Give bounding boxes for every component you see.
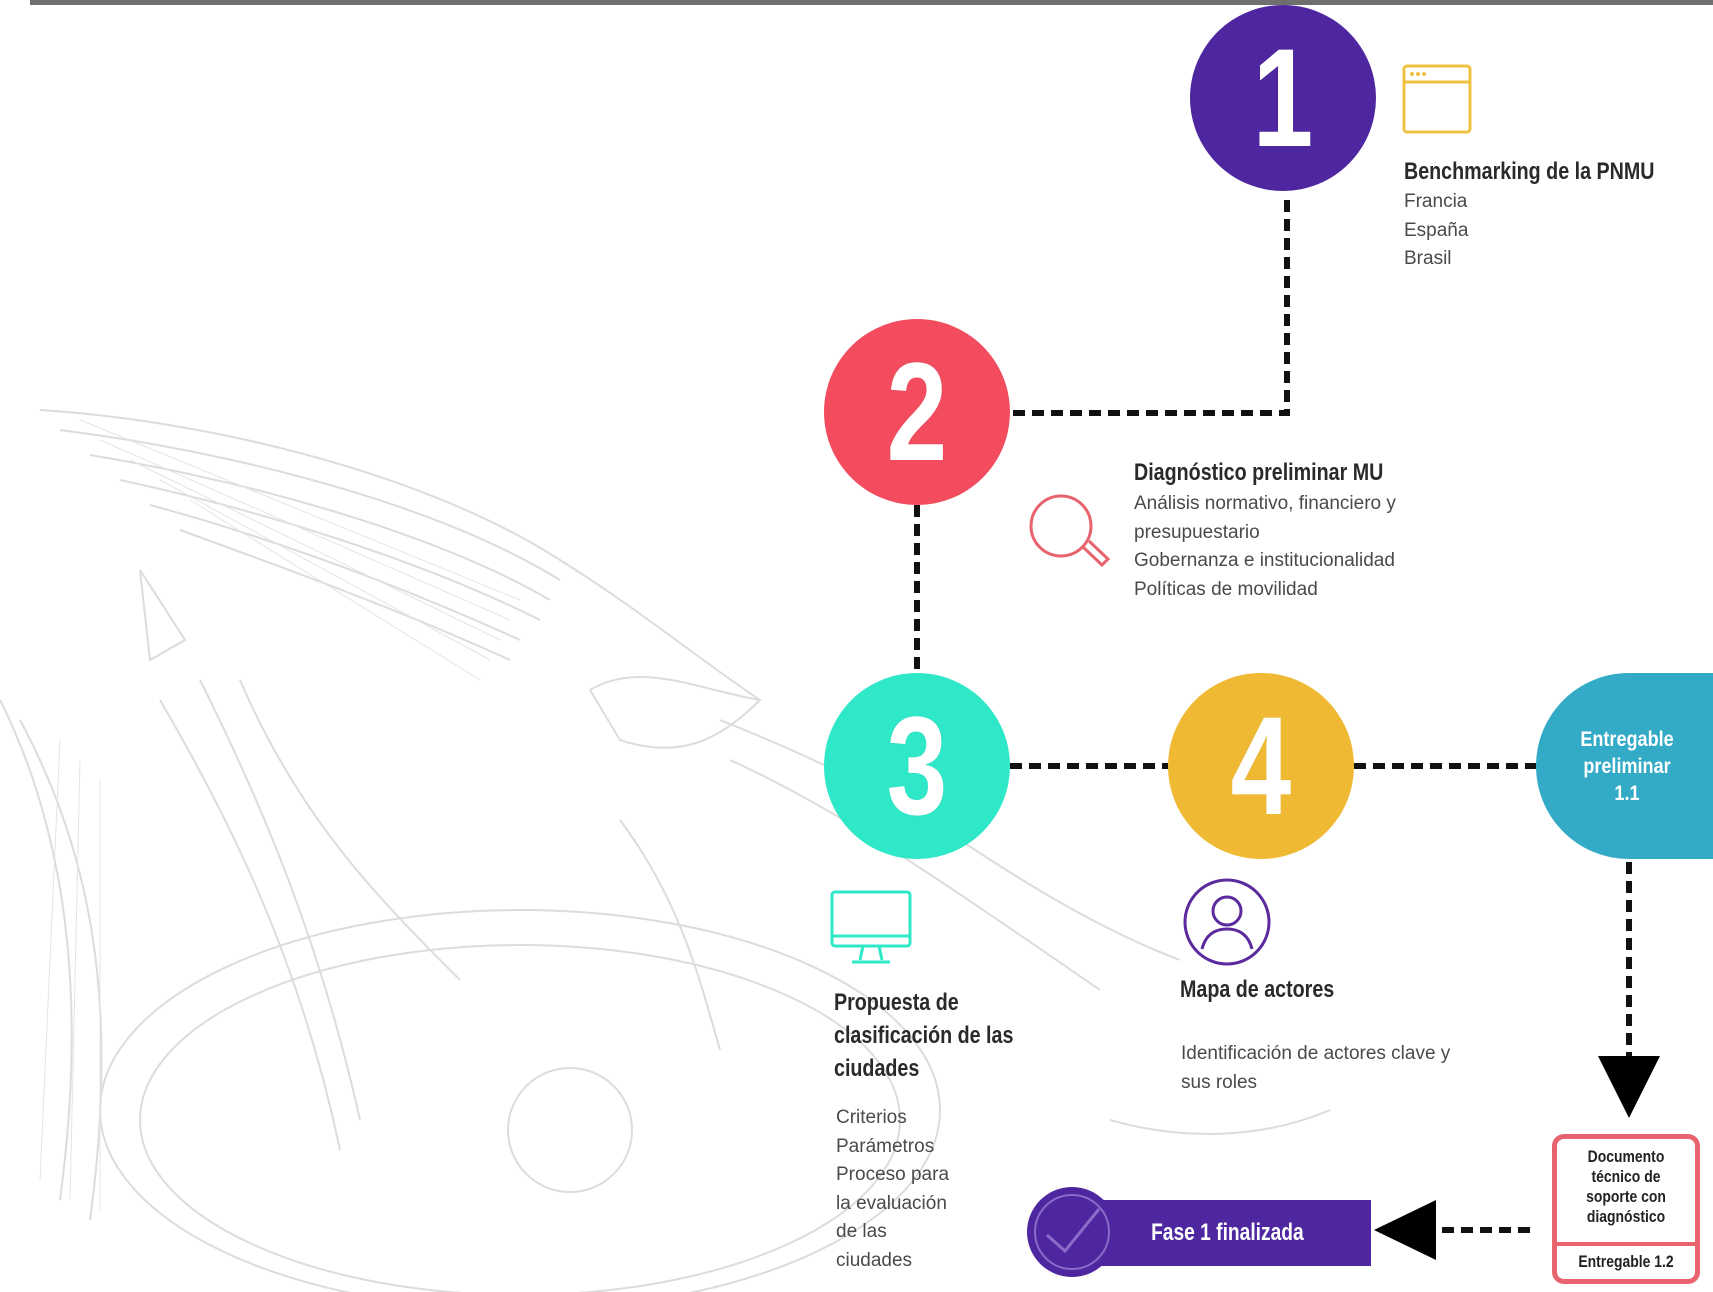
list-item: de las — [836, 1221, 887, 1242]
step-3-number: 3 — [886, 687, 948, 844]
step-2-circle: 2 — [824, 319, 1010, 505]
checkmark-icon — [1034, 1194, 1110, 1270]
step-3-title: Propuesta de clasificación de las ciudad… — [834, 989, 1014, 1082]
entregable-1-2-label: Entregable 1.2 — [1578, 1252, 1674, 1271]
list-item: Parámetros — [836, 1135, 935, 1157]
list-item: Francia — [1404, 191, 1468, 212]
list-item: Análisis normativo, financiero y — [1134, 493, 1396, 514]
browser-window-icon — [1402, 64, 1472, 134]
entregable-preliminar-circle: Entregable preliminar 1.1 — [1536, 673, 1713, 859]
step-1-number: 1 — [1252, 19, 1314, 176]
entregable-preliminar-label: Entregable preliminar 1.1 — [1579, 727, 1674, 805]
step-4-number: 4 — [1230, 687, 1292, 844]
fase-check-circle — [1027, 1187, 1117, 1277]
step-2-items: Análisis normativo, financiero y presupu… — [1134, 490, 1396, 604]
step-4-title: Mapa de actores — [1180, 976, 1335, 1003]
step-4-circle: 4 — [1168, 673, 1354, 859]
fase-finalizada-label: Fase 1 finalizada — [1150, 1219, 1304, 1246]
list-item: Identificación de actores clave y — [1181, 1043, 1451, 1064]
coat-of-arms-watermark-icon — [0, 409, 1331, 1292]
list-item: sus roles — [1181, 1071, 1258, 1093]
step-1-items: Francia España Brasil — [1404, 188, 1468, 274]
user-avatar-icon — [1183, 878, 1271, 966]
magnifier-icon — [1029, 494, 1111, 568]
step-2-title: Diagnóstico preliminar MU — [1134, 459, 1384, 486]
step-1-title: Benchmarking de la PNMU — [1404, 158, 1655, 185]
step-1-circle: 1 — [1190, 5, 1376, 191]
list-item: Políticas de movilidad — [1134, 578, 1318, 600]
list-item: España — [1404, 219, 1469, 241]
list-item: ciudades — [836, 1249, 913, 1271]
step-3-items: Criterios Parámetros Proceso para la eva… — [836, 1104, 949, 1275]
monitor-icon — [830, 890, 912, 964]
step-2-number: 2 — [886, 333, 948, 490]
list-item: Criterios — [836, 1107, 907, 1128]
step-4-items: Identificación de actores clave y sus ro… — [1181, 1040, 1450, 1097]
fase-finalizada-bar: Fase 1 finalizada — [1083, 1200, 1371, 1266]
documento-tecnico-box: Documento técnico de soporte con diagnós… — [1552, 1134, 1700, 1284]
list-item: Brasil — [1404, 248, 1452, 269]
divider — [1557, 1242, 1695, 1246]
top-rule — [30, 0, 1713, 5]
documento-title: Documento técnico de soporte con diagnós… — [1586, 1147, 1666, 1226]
list-item: la evaluación — [836, 1192, 947, 1214]
list-item: presupuestario — [1134, 521, 1260, 543]
step-3-circle: 3 — [824, 673, 1010, 859]
list-item: Proceso para — [836, 1164, 950, 1185]
list-item: Gobernanza e institucionalidad — [1134, 550, 1395, 571]
